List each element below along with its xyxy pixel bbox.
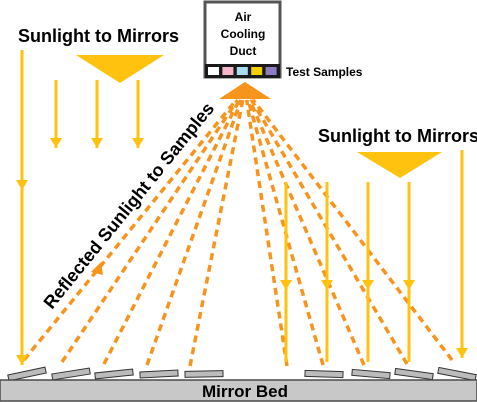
duct-label-line3: Duct bbox=[230, 44, 257, 58]
mirror bbox=[351, 368, 391, 380]
test-sample-swatch bbox=[236, 67, 248, 75]
test-samples bbox=[208, 67, 277, 75]
reflected-ray-arrowhead bbox=[91, 262, 103, 275]
reflected-ray bbox=[22, 98, 238, 362]
mirror bbox=[304, 369, 344, 379]
sunlight-arrowhead bbox=[280, 280, 292, 290]
reflected-ray bbox=[248, 99, 366, 366]
sunlight-arrowhead bbox=[456, 348, 468, 358]
reflected-sunlight-label: Reflected Sunlight to Samples bbox=[40, 99, 219, 313]
sunlight-arrowhead bbox=[321, 280, 333, 290]
sunlight-triangle-right bbox=[357, 152, 442, 178]
target-arrow bbox=[219, 82, 271, 99]
duct-label-line2: Cooling bbox=[221, 27, 266, 41]
mirror bbox=[139, 369, 179, 379]
test-sample-swatch bbox=[251, 67, 263, 75]
mirror-bed bbox=[0, 379, 477, 402]
mirror bbox=[394, 367, 434, 381]
reflected-ray bbox=[244, 99, 289, 367]
sunlight-arrowhead bbox=[403, 280, 415, 290]
sunlight-label-left: Sunlight to Mirrors bbox=[18, 26, 179, 46]
test-sample-swatch bbox=[265, 67, 277, 75]
sunlight-triangle-left bbox=[76, 55, 164, 83]
mirror bbox=[51, 367, 91, 381]
sunlight-arrowhead bbox=[16, 355, 28, 365]
sunlight-arrowhead bbox=[16, 180, 28, 190]
mirrors bbox=[7, 366, 477, 382]
mirror bbox=[437, 366, 477, 382]
reflected-ray bbox=[145, 99, 243, 366]
sunlight-arrowhead bbox=[50, 138, 62, 148]
sunlight-arrows bbox=[16, 50, 468, 365]
reflected-ray bbox=[102, 99, 241, 365]
sunlight-arrowhead bbox=[91, 138, 103, 148]
mirror bbox=[7, 366, 47, 382]
reflected-ray bbox=[188, 99, 245, 367]
test-sample-swatch bbox=[222, 67, 234, 75]
reflected-ray bbox=[251, 98, 454, 362]
mirror bbox=[184, 370, 224, 378]
mirror-bed-label: Mirror Bed bbox=[202, 382, 288, 401]
sunlight-arrowhead bbox=[132, 138, 144, 148]
mirror bbox=[94, 368, 134, 380]
duct-label-line1: Air bbox=[235, 10, 252, 24]
reflected-ray bbox=[60, 99, 240, 363]
reflected-rays bbox=[22, 98, 454, 367]
sunlight-arrowhead bbox=[362, 280, 374, 290]
test-sample-swatch bbox=[208, 67, 219, 75]
reflected-ray bbox=[249, 99, 409, 365]
test-samples-label: Test Samples bbox=[286, 65, 363, 79]
sunlight-label-right: Sunlight to Mirrors bbox=[318, 126, 477, 146]
